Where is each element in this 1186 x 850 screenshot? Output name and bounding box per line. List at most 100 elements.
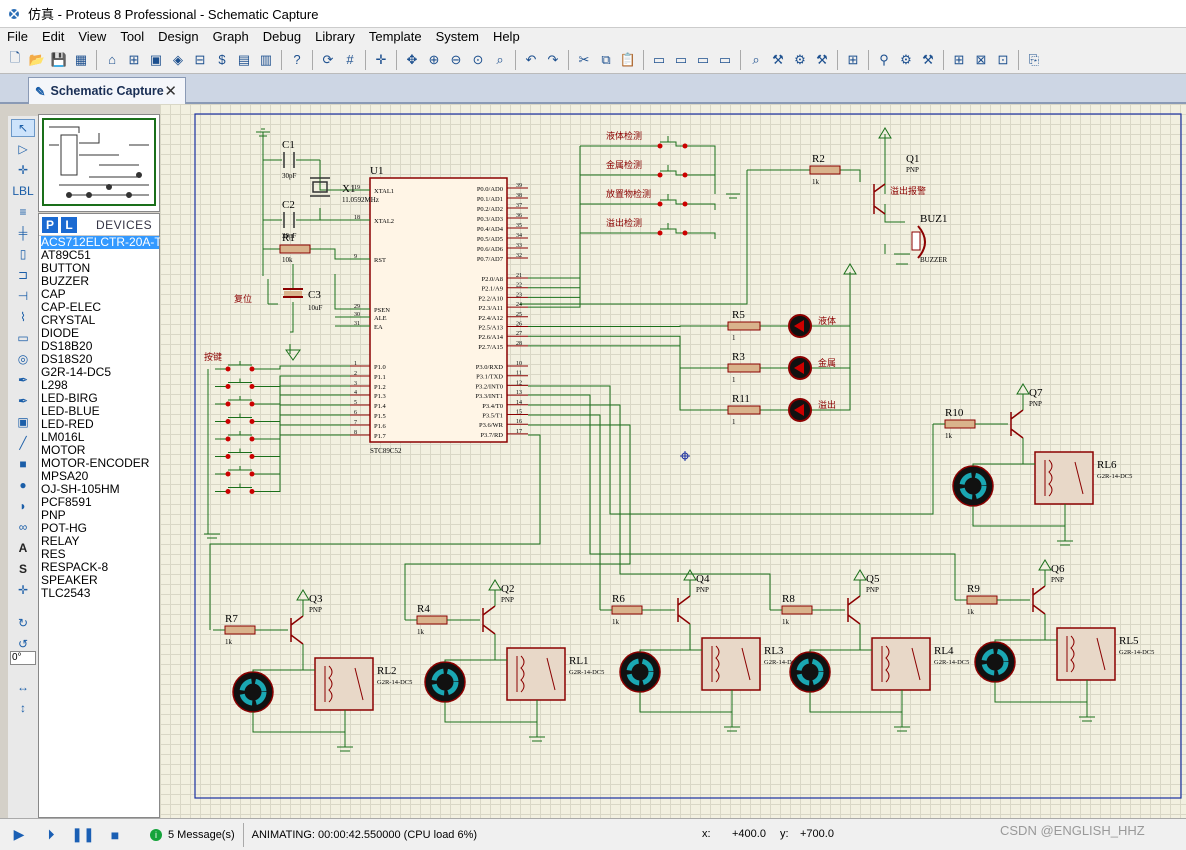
menu-tool[interactable]: Tool (120, 29, 145, 44)
pick-device-icon[interactable]: ⌕ (752, 51, 760, 67)
text-script-icon[interactable]: ≡ (19, 205, 27, 219)
netlist-icon[interactable]: ⎘ (1028, 51, 1040, 67)
device-list-item[interactable]: CRYSTAL (41, 313, 96, 327)
cut-icon[interactable]: ✂ (578, 51, 590, 67)
menu-view[interactable]: View (78, 29, 107, 44)
current-probe-icon[interactable]: ✒ (17, 394, 29, 408)
tools-icon[interactable]: ⚒ (922, 51, 934, 67)
voltage-probe-icon[interactable]: ✒ (17, 373, 29, 387)
device-list-item[interactable]: BUZZER (41, 274, 89, 288)
menu-design[interactable]: Design (158, 29, 199, 44)
decompose-icon[interactable]: ⚒ (816, 51, 828, 67)
copy-icon[interactable]: ⧉ (601, 51, 611, 67)
tab-schematic-capture[interactable]: ✎ Schematic Capture ✕ (28, 77, 186, 104)
rotate-cw-icon[interactable]: ↻ (17, 616, 29, 630)
stop-icon[interactable]: ■ (110, 826, 120, 843)
bom-icon[interactable]: $ (218, 52, 226, 67)
terminals-icon[interactable]: ⊐ (17, 268, 29, 282)
device-list-item[interactable]: MOTOR-ENCODER (41, 456, 150, 470)
pause-icon[interactable]: ❚❚ (71, 826, 95, 842)
device-list-item[interactable]: G2R-14-DC5 (41, 365, 112, 379)
device-list-item[interactable]: LED-BIRG (41, 391, 98, 405)
device-list-item[interactable]: TLC2543 (41, 586, 91, 600)
home-icon[interactable]: ⌂ (108, 52, 116, 67)
block-copy-icon[interactable]: ▭ (652, 51, 666, 67)
device-list-item[interactable]: AT89C51 (41, 248, 91, 262)
device-list-item[interactable]: LED-RED (41, 417, 94, 431)
device-list-item[interactable]: RESPACK-8 (41, 560, 109, 574)
device-list-item[interactable]: CAP (41, 287, 66, 301)
schematic-icon[interactable]: ⊞ (128, 51, 140, 67)
zoom-in-icon[interactable]: ⊕ (428, 51, 440, 67)
block-rotate-icon[interactable]: ▭ (696, 51, 710, 67)
pcb-icon[interactable]: ▣ (149, 51, 163, 67)
device-list-item[interactable]: OJ-SH-105HM (41, 482, 120, 496)
zoom-out-icon[interactable]: ⊖ (450, 51, 462, 67)
help-icon[interactable]: ? (293, 52, 301, 67)
generator-icon[interactable]: ◎ (17, 352, 29, 366)
pick-devices-button[interactable]: P (42, 216, 58, 233)
messages-indicator[interactable]: i 5 Message(s) (150, 828, 235, 841)
close-icon[interactable]: ✕ (164, 83, 177, 100)
play-icon[interactable]: ▶ (13, 826, 25, 842)
grid-icon[interactable]: # (346, 52, 354, 67)
notes-icon[interactable]: ▥ (259, 51, 273, 67)
step-icon[interactable]: ⏵ (47, 826, 55, 842)
circle-icon[interactable]: ● (19, 478, 27, 492)
device-list-item[interactable]: LM016L (41, 430, 85, 444)
path-icon[interactable]: ∞ (18, 520, 28, 534)
zoom-all-icon[interactable]: ⊙ (472, 51, 484, 67)
menu-library[interactable]: Library (315, 29, 355, 44)
menu-file[interactable]: File (7, 29, 28, 44)
3d-icon[interactable]: ◈ (173, 51, 183, 67)
menu-graph[interactable]: Graph (212, 29, 249, 44)
device-list-item[interactable]: RES (41, 547, 66, 561)
virtual-instruments-icon[interactable]: ▣ (17, 415, 29, 429)
device-list-item[interactable]: ACS712ELCTR-20A-T (41, 235, 162, 249)
wire-label-icon[interactable]: LBL (12, 184, 34, 198)
exit-sheet-icon[interactable]: ⊡ (997, 51, 1009, 67)
device-pins-icon[interactable]: ⊣ (17, 289, 29, 303)
search-icon[interactable]: ⚲ (879, 51, 889, 67)
device-list-item[interactable]: PNP (41, 508, 66, 522)
menu-template[interactable]: Template (368, 29, 422, 44)
overview-window[interactable] (38, 114, 160, 212)
line-icon[interactable]: ╱ (19, 436, 27, 450)
device-list-item[interactable]: POT-HG (41, 521, 88, 535)
redo-icon[interactable]: ↷ (547, 51, 559, 67)
block-delete-icon[interactable]: ▭ (718, 51, 732, 67)
paste-icon[interactable]: 📋 (619, 51, 637, 67)
device-list-item[interactable]: DIODE (41, 326, 80, 340)
package-tool-icon[interactable]: ⚙ (794, 51, 806, 67)
device-list-item[interactable]: CAP-ELEC (41, 300, 102, 314)
device-list-item[interactable]: RELAY (41, 534, 80, 548)
mirror-x-icon[interactable]: ↔ (17, 680, 29, 694)
new-sheet-icon[interactable]: ⊞ (953, 51, 965, 67)
buses-icon[interactable]: ╪ (18, 226, 28, 240)
refresh-icon[interactable]: ⟳ (322, 51, 334, 67)
subcircuit-icon[interactable]: ▯ (19, 247, 27, 261)
rotate-ccw-icon[interactable]: ↺ (17, 637, 29, 651)
wire-autorouter-icon[interactable]: ⊞ (847, 51, 859, 67)
menu-help[interactable]: Help (492, 29, 520, 44)
device-list-item[interactable]: BUTTON (41, 261, 91, 275)
tape-recorder-icon[interactable]: ▭ (17, 331, 29, 345)
block-move-icon[interactable]: ▭ (674, 51, 688, 67)
rotation-angle-field[interactable]: 0° (10, 651, 36, 665)
mirror-y-icon[interactable]: ↕ (20, 701, 26, 715)
design-explorer-icon[interactable]: ▤ (237, 51, 251, 67)
origin-icon[interactable]: ✛ (375, 51, 387, 67)
device-list-item[interactable]: DS18S20 (41, 352, 93, 366)
save-icon[interactable]: 💾 (50, 51, 68, 67)
graph-icon[interactable]: ⌇ (20, 310, 26, 324)
menu-debug[interactable]: Debug (262, 29, 302, 44)
menu-edit[interactable]: Edit (41, 29, 65, 44)
arc-icon[interactable]: ◗ (19, 499, 27, 513)
property-tool-icon[interactable]: ⚙ (900, 51, 912, 67)
remove-sheet-icon[interactable]: ⊠ (975, 51, 987, 67)
menu-system[interactable]: System (435, 29, 479, 44)
undo-icon[interactable]: ↶ (525, 51, 537, 67)
gerber-icon[interactable]: ⊟ (194, 51, 206, 67)
close-project-icon[interactable]: ▦ (74, 51, 88, 67)
